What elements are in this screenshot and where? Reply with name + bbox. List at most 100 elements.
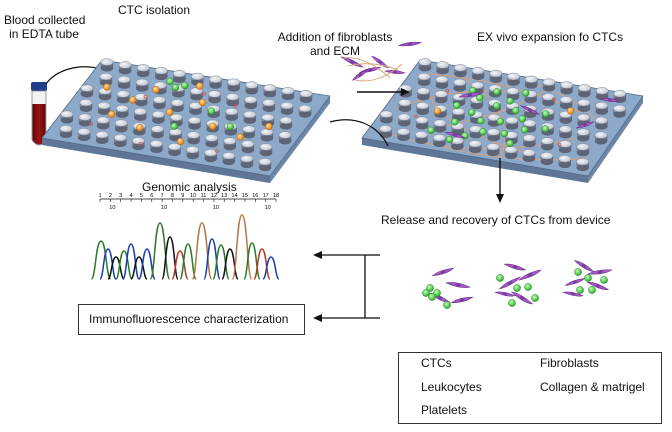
ctc-cell bbox=[422, 289, 430, 297]
pillar bbox=[398, 98, 412, 112]
pillar bbox=[97, 101, 111, 115]
ruler-number: 13 bbox=[221, 193, 227, 199]
pillar bbox=[468, 140, 482, 154]
chromatogram-trace bbox=[90, 214, 280, 280]
chromatogram-peak bbox=[179, 243, 197, 280]
pillar bbox=[262, 98, 276, 113]
leukocyte-cell bbox=[196, 82, 204, 90]
arrow-to-immuno bbox=[313, 314, 322, 322]
ctc-cell bbox=[492, 102, 501, 110]
pillar bbox=[189, 101, 202, 116]
ctc-cell bbox=[453, 101, 461, 110]
pillar bbox=[397, 128, 411, 142]
fibroblast bbox=[503, 263, 527, 271]
fibroblast bbox=[458, 92, 482, 98]
added-fibroblasts bbox=[340, 41, 422, 82]
pillar bbox=[77, 128, 91, 142]
platelet bbox=[551, 97, 556, 102]
chromatogram-peak bbox=[262, 256, 280, 280]
ctc-cell bbox=[506, 97, 514, 105]
ctc-cell bbox=[445, 135, 454, 144]
pillar bbox=[397, 113, 411, 127]
pillar bbox=[59, 125, 73, 139]
pillar bbox=[577, 98, 591, 113]
platelet bbox=[89, 122, 93, 126]
pillar bbox=[489, 69, 503, 83]
pillar bbox=[118, 61, 132, 75]
fibroblast bbox=[564, 278, 586, 286]
pillar bbox=[227, 78, 241, 92]
leukocyte-cell bbox=[107, 110, 116, 118]
ctc-cell bbox=[433, 289, 441, 297]
device-edge bbox=[42, 138, 270, 183]
pillar bbox=[522, 149, 536, 163]
pillar bbox=[415, 116, 429, 130]
pillar bbox=[204, 149, 218, 163]
pillar bbox=[225, 107, 239, 121]
addition-line2: and ECM bbox=[309, 44, 361, 58]
pillar bbox=[152, 96, 166, 110]
ctc-cell bbox=[541, 125, 550, 133]
release-label: Release and recovery of CTCs from device bbox=[381, 213, 611, 227]
pillar bbox=[99, 72, 113, 86]
pillar bbox=[117, 75, 131, 89]
pillar bbox=[524, 75, 538, 89]
fibroblast bbox=[510, 291, 534, 305]
pillar bbox=[133, 107, 147, 121]
pillar bbox=[263, 84, 277, 98]
chromatogram-peak bbox=[149, 222, 171, 280]
pillar bbox=[416, 87, 430, 101]
pillar bbox=[245, 81, 259, 95]
pillar bbox=[154, 67, 168, 81]
pillar bbox=[577, 84, 591, 98]
pillar bbox=[507, 72, 520, 86]
chromatogram-peak bbox=[130, 256, 148, 280]
pillar bbox=[100, 58, 114, 72]
pillar bbox=[205, 134, 219, 148]
pillar bbox=[60, 110, 74, 124]
ruler-number: 2 bbox=[109, 193, 112, 199]
chromatogram-peak bbox=[221, 248, 239, 280]
chromatogram-peak bbox=[99, 248, 117, 280]
pillar bbox=[115, 104, 129, 118]
pillar bbox=[134, 93, 148, 107]
collagen-fiber bbox=[458, 74, 506, 158]
pillar bbox=[558, 140, 572, 154]
ctc-cell bbox=[513, 284, 521, 292]
pillar bbox=[187, 131, 201, 145]
ctc-cell bbox=[427, 126, 435, 134]
fibroblast bbox=[600, 98, 620, 103]
pillar bbox=[188, 116, 202, 130]
pillar bbox=[209, 75, 222, 89]
edta-blood-tube bbox=[31, 82, 47, 146]
pillar bbox=[450, 137, 464, 151]
ctc-cell bbox=[524, 283, 532, 291]
ctc-cell bbox=[522, 89, 530, 97]
ruler-number: 1 bbox=[98, 193, 101, 199]
ctc-cell bbox=[600, 276, 608, 284]
pillar bbox=[240, 155, 254, 169]
ruler-number: 10 bbox=[190, 193, 196, 199]
pillar bbox=[170, 99, 184, 113]
chromatogram-peak bbox=[212, 244, 230, 280]
pillar bbox=[95, 131, 109, 145]
pillar bbox=[113, 134, 127, 148]
pillar bbox=[595, 87, 609, 101]
ruler-number: 15 bbox=[242, 193, 248, 199]
cell-cluster bbox=[494, 263, 542, 307]
pillar bbox=[542, 78, 556, 92]
legend-ctcs: CTCs bbox=[421, 356, 452, 370]
ctc-cell bbox=[477, 117, 485, 125]
chromatogram-peak bbox=[161, 236, 179, 280]
ctc-cell bbox=[207, 107, 216, 115]
pillar bbox=[281, 87, 295, 101]
ctc-cell bbox=[574, 268, 582, 276]
arrow-to-release bbox=[496, 158, 504, 203]
fibroblast bbox=[398, 41, 422, 47]
fibroblast bbox=[494, 291, 516, 297]
ctc-cell bbox=[226, 122, 235, 131]
pillar bbox=[436, 61, 450, 75]
pillar bbox=[135, 78, 149, 92]
pillar bbox=[504, 146, 518, 160]
